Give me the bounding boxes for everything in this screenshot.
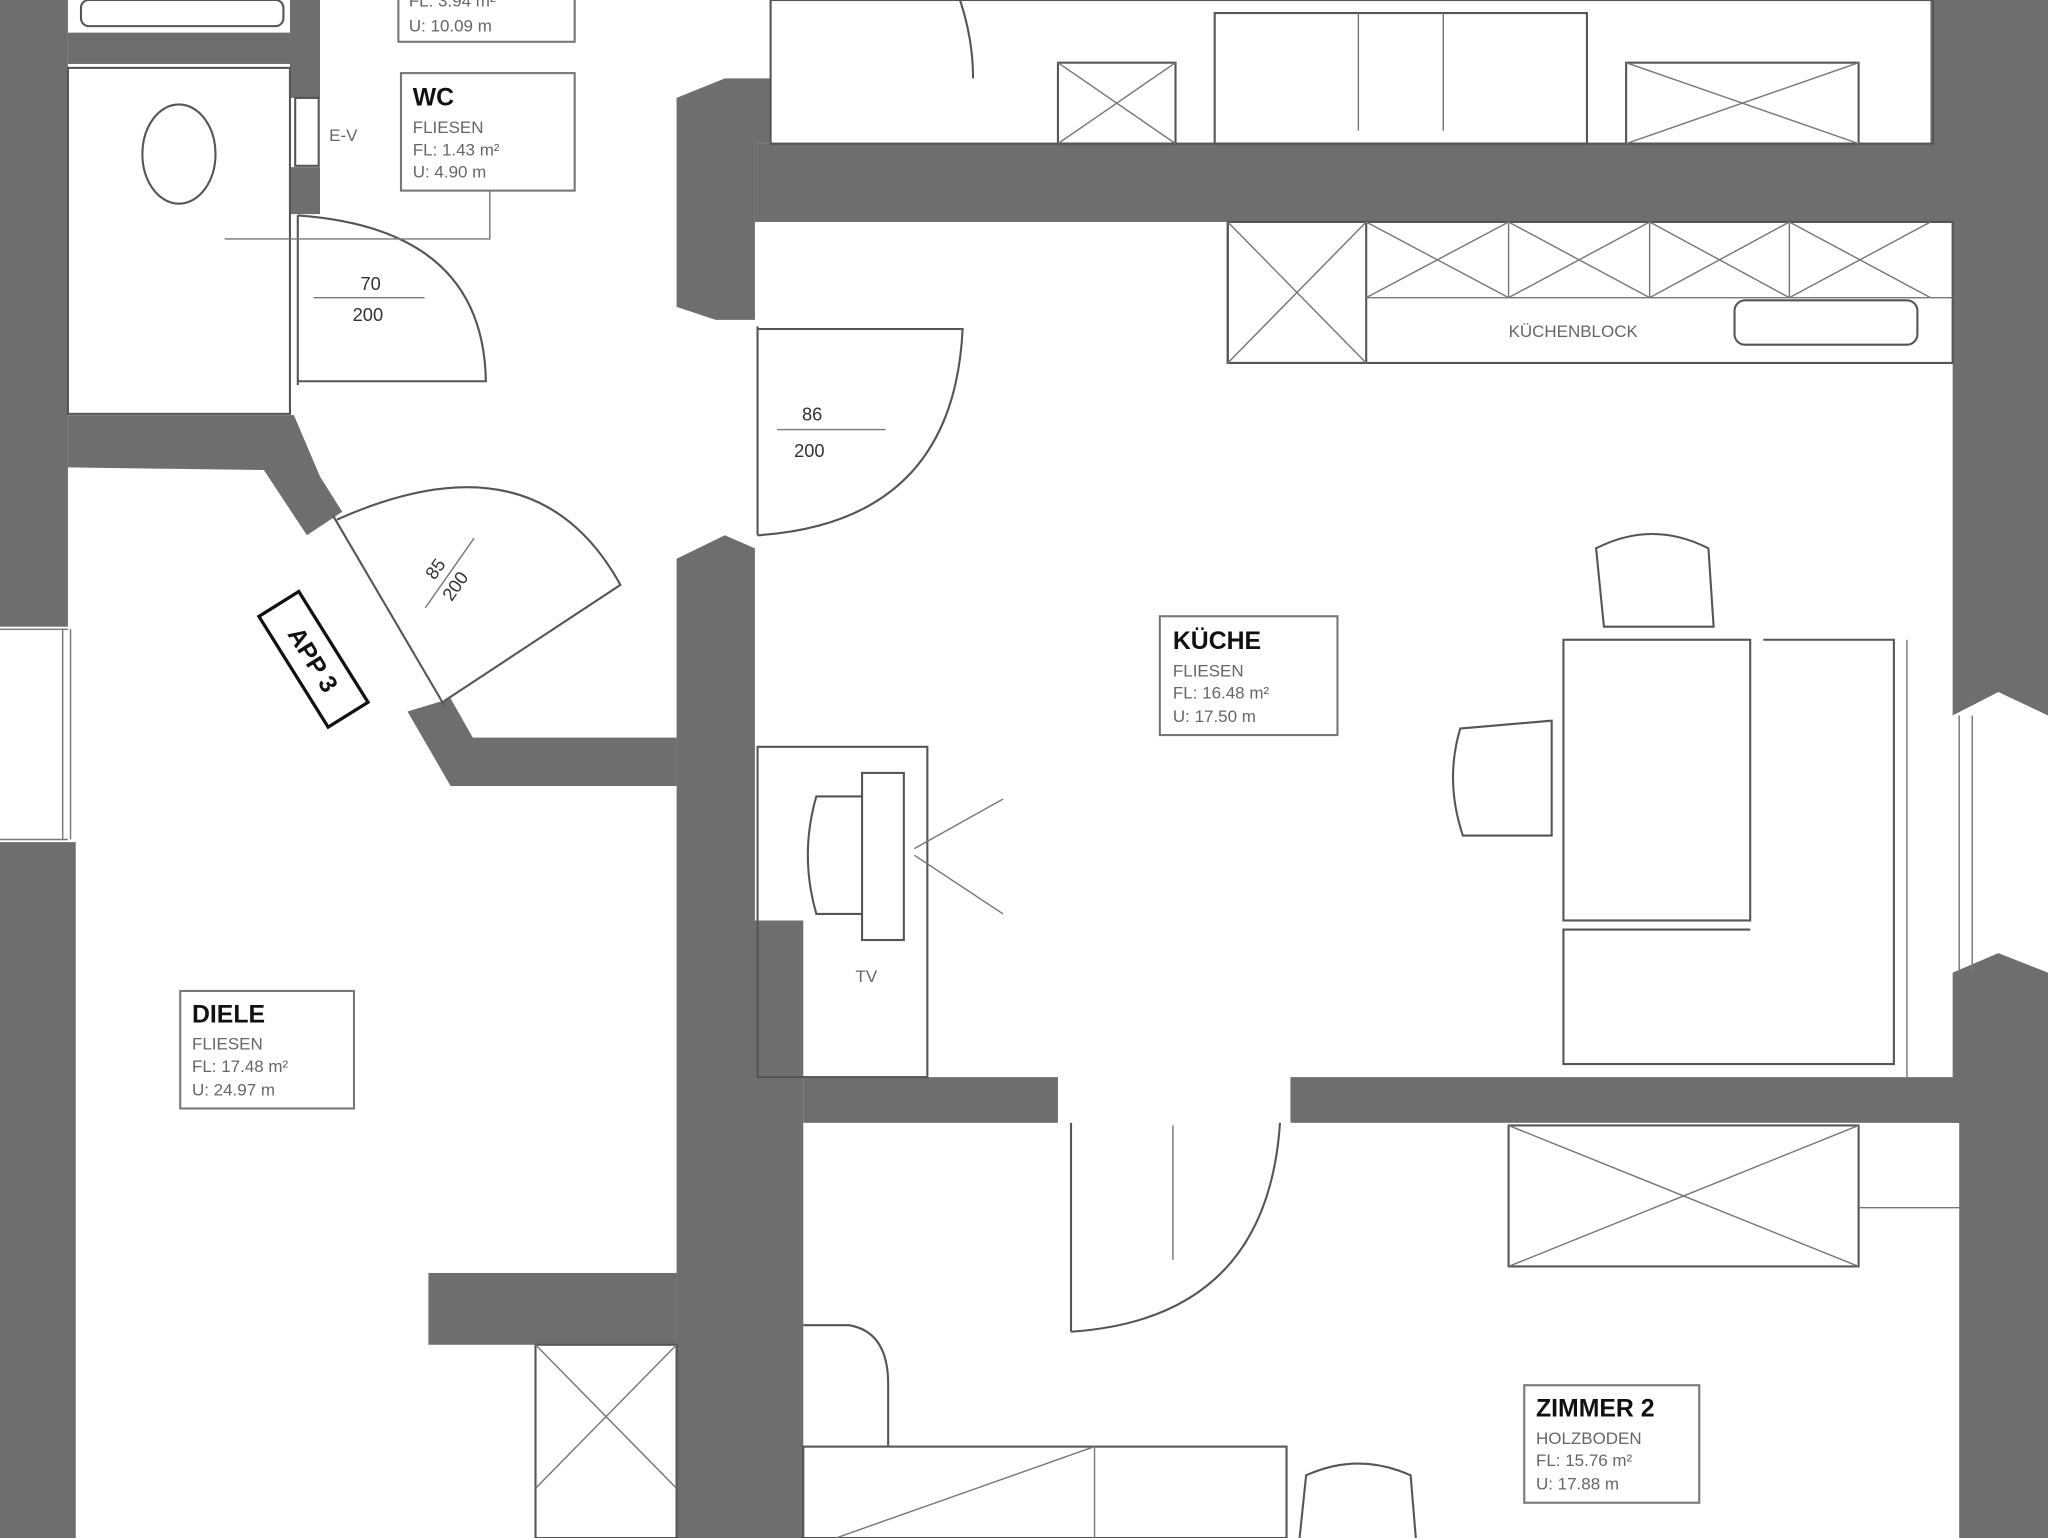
svg-text:U: 24.97 m: U: 24.97 m [192, 1080, 275, 1099]
door-dimension-86-200: 86 200 [777, 403, 886, 461]
ev-label: E-V [329, 126, 358, 145]
right-outer-wall-bottom [1952, 953, 2048, 1538]
svg-text:70: 70 [360, 273, 380, 294]
lower-left-wall [428, 1272, 677, 1345]
wc-bottom-wall [67, 415, 343, 536]
svg-text:FL: 1.43 m²: FL: 1.43 m² [413, 140, 500, 159]
svg-text:FL: 3.94 m²: FL: 3.94 m² [409, 0, 496, 11]
windows [0, 628, 1973, 973]
central-wall-top [676, 78, 771, 320]
doors [296, 0, 1282, 1333]
bath-wall [67, 32, 297, 64]
svg-text:200: 200 [353, 304, 383, 325]
central-wall-bottom [676, 535, 804, 1538]
wc-side-wall-mid [289, 167, 320, 215]
kitchen-bottom-wall-left [803, 1077, 1058, 1123]
svg-text:86: 86 [802, 403, 822, 424]
fixtures [66, 0, 1960, 1538]
svg-text:U: 4.90 m: U: 4.90 m [413, 163, 487, 182]
svg-text:U: 10.09 m: U: 10.09 m [409, 16, 492, 35]
svg-text:WC: WC [413, 85, 454, 112]
entry-diagonal-wall [407, 698, 677, 786]
svg-text:FLIESEN: FLIESEN [413, 118, 484, 137]
svg-text:HOLZBODEN: HOLZBODEN [1536, 1429, 1642, 1448]
room-label-wc: WC FLIESEN FL: 1.43 m² U: 4.90 m [224, 72, 576, 240]
apartment-tag: APP 3 [256, 589, 371, 730]
room-label-zimmer-2: ZIMMER 2 HOLZBODEN FL: 15.76 m² U: 17.88… [1523, 1384, 1701, 1504]
room-label-diele: DIELE FLIESEN FL: 17.48 m² U: 24.97 m [179, 989, 356, 1110]
wc-side-wall-top [289, 0, 320, 98]
svg-text:FLIESEN: FLIESEN [1173, 661, 1244, 680]
dining-table [1562, 638, 1752, 922]
top-horizontal-wall [754, 143, 1957, 222]
tv [860, 771, 905, 942]
svg-text:FL: 17.48 m²: FL: 17.48 m² [192, 1057, 289, 1076]
right-outer-wall-top [1930, 0, 2048, 716]
svg-text:DIELE: DIELE [192, 1001, 265, 1028]
kitchen-block-label: KÜCHENBLOCK [1509, 322, 1639, 341]
room-label-top: FL: 3.94 m² U: 10.09 m [397, 0, 576, 43]
kitchen-bottom-wall-right [1290, 1077, 1960, 1123]
svg-text:U: 17.88 m: U: 17.88 m [1536, 1475, 1619, 1494]
left-outer-wall-top [0, 0, 68, 627]
svg-text:FL: 15.76 m²: FL: 15.76 m² [1536, 1451, 1633, 1470]
sink [1733, 299, 1919, 346]
svg-text:FL: 16.48 m²: FL: 16.48 m² [1173, 684, 1270, 703]
chair [1594, 532, 1715, 628]
door-dimension-85-200: 85 200 [421, 537, 475, 609]
toilet [141, 103, 217, 205]
chair [1451, 719, 1553, 837]
door-dimension-70-200: 70 200 [313, 273, 425, 325]
svg-text:KÜCHE: KÜCHE [1173, 628, 1261, 655]
room-label-kueche: KÜCHE FLIESEN FL: 16.48 m² U: 17.50 m [1158, 615, 1339, 737]
left-outer-wall-bottom [0, 842, 76, 1538]
svg-text:FLIESEN: FLIESEN [192, 1035, 263, 1054]
tv-label: TV [856, 967, 878, 986]
svg-text:U: 17.50 m: U: 17.50 m [1173, 707, 1256, 726]
svg-text:200: 200 [794, 440, 824, 461]
svg-text:ZIMMER 2: ZIMMER 2 [1536, 1396, 1655, 1423]
